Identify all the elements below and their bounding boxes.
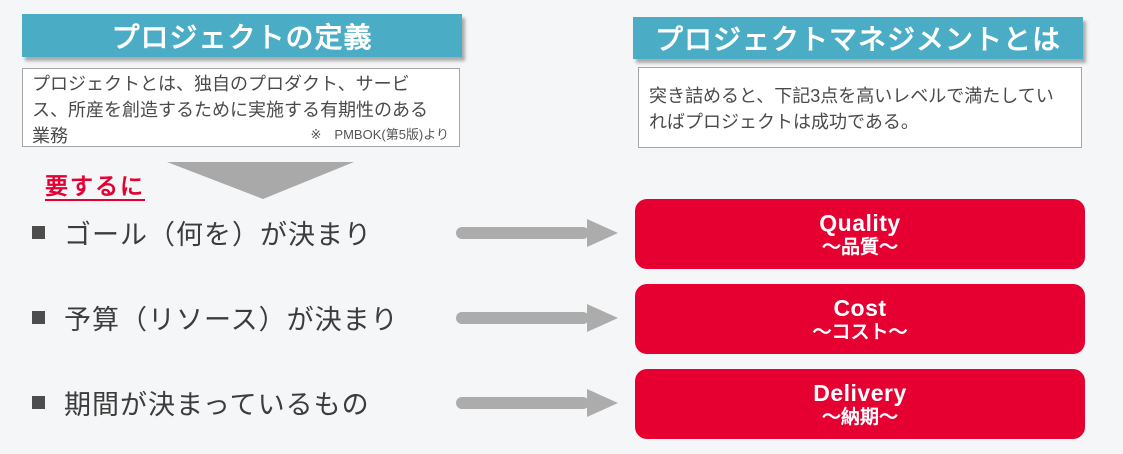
bullet-label: 予算（リソース）が決まり <box>64 304 399 335</box>
definition-box: プロジェクトとは、独自のプロダクト、サービ ス、所産を創造するために実施する有期… <box>22 68 460 147</box>
bullet-row-goal: ゴール（何を）が決まり <box>32 217 372 250</box>
qcd-box-delivery: Delivery ～納期～ <box>635 369 1085 439</box>
right-arrow-icon <box>456 389 618 417</box>
qcd-japanese-label: ～コスト～ <box>812 321 908 343</box>
qcd-japanese-label: ～納期～ <box>821 406 898 428</box>
down-triangle-icon <box>167 162 354 199</box>
definition-line: 業務 <box>32 126 68 146</box>
qcd-box-cost: Cost ～コスト～ <box>635 284 1085 354</box>
lead-in-label: 要するに <box>45 173 145 199</box>
bullet-square-icon <box>32 310 45 324</box>
bullet-label: 期間が決まっているもの <box>64 389 370 420</box>
qcd-english-label: Cost <box>833 294 887 321</box>
qcd-japanese-label: ～品質～ <box>821 236 898 258</box>
right-arrow-icon <box>456 219 618 247</box>
bullet-square-icon <box>32 395 45 409</box>
qcd-english-label: Quality <box>819 209 901 236</box>
pmbok-source-note: ※ PMBOK(第5版)より <box>310 127 449 142</box>
bullet-square-icon <box>32 225 45 239</box>
right-arrow-icon <box>456 304 618 332</box>
qcd-box-quality: Quality ～品質～ <box>635 199 1085 269</box>
right-header-project-management: プロジェクトマネジメントとは <box>633 17 1083 59</box>
definition-line: ス、所産を創造するために実施する有期性のある <box>32 100 428 120</box>
bullet-row-period: 期間が決まっているもの <box>32 387 370 420</box>
definition-line: プロジェクトとは、独自のプロダクト、サービ <box>32 74 410 94</box>
pm-description-box: 突き詰めると、下記3点を高いレベルで満たしてい ればプロジェクトは成功である。 <box>638 67 1082 148</box>
pm-description-line: ればプロジェクトは成功である。 <box>649 112 919 132</box>
qcd-english-label: Delivery <box>813 379 907 406</box>
bullet-label: ゴール（何を）が決まり <box>64 219 372 250</box>
pm-description-line: 突き詰めると、下記3点を高いレベルで満たしてい <box>649 86 1054 106</box>
bullet-row-budget: 予算（リソース）が決まり <box>32 302 399 335</box>
left-header-project-definition: プロジェクトの定義 <box>22 14 462 57</box>
